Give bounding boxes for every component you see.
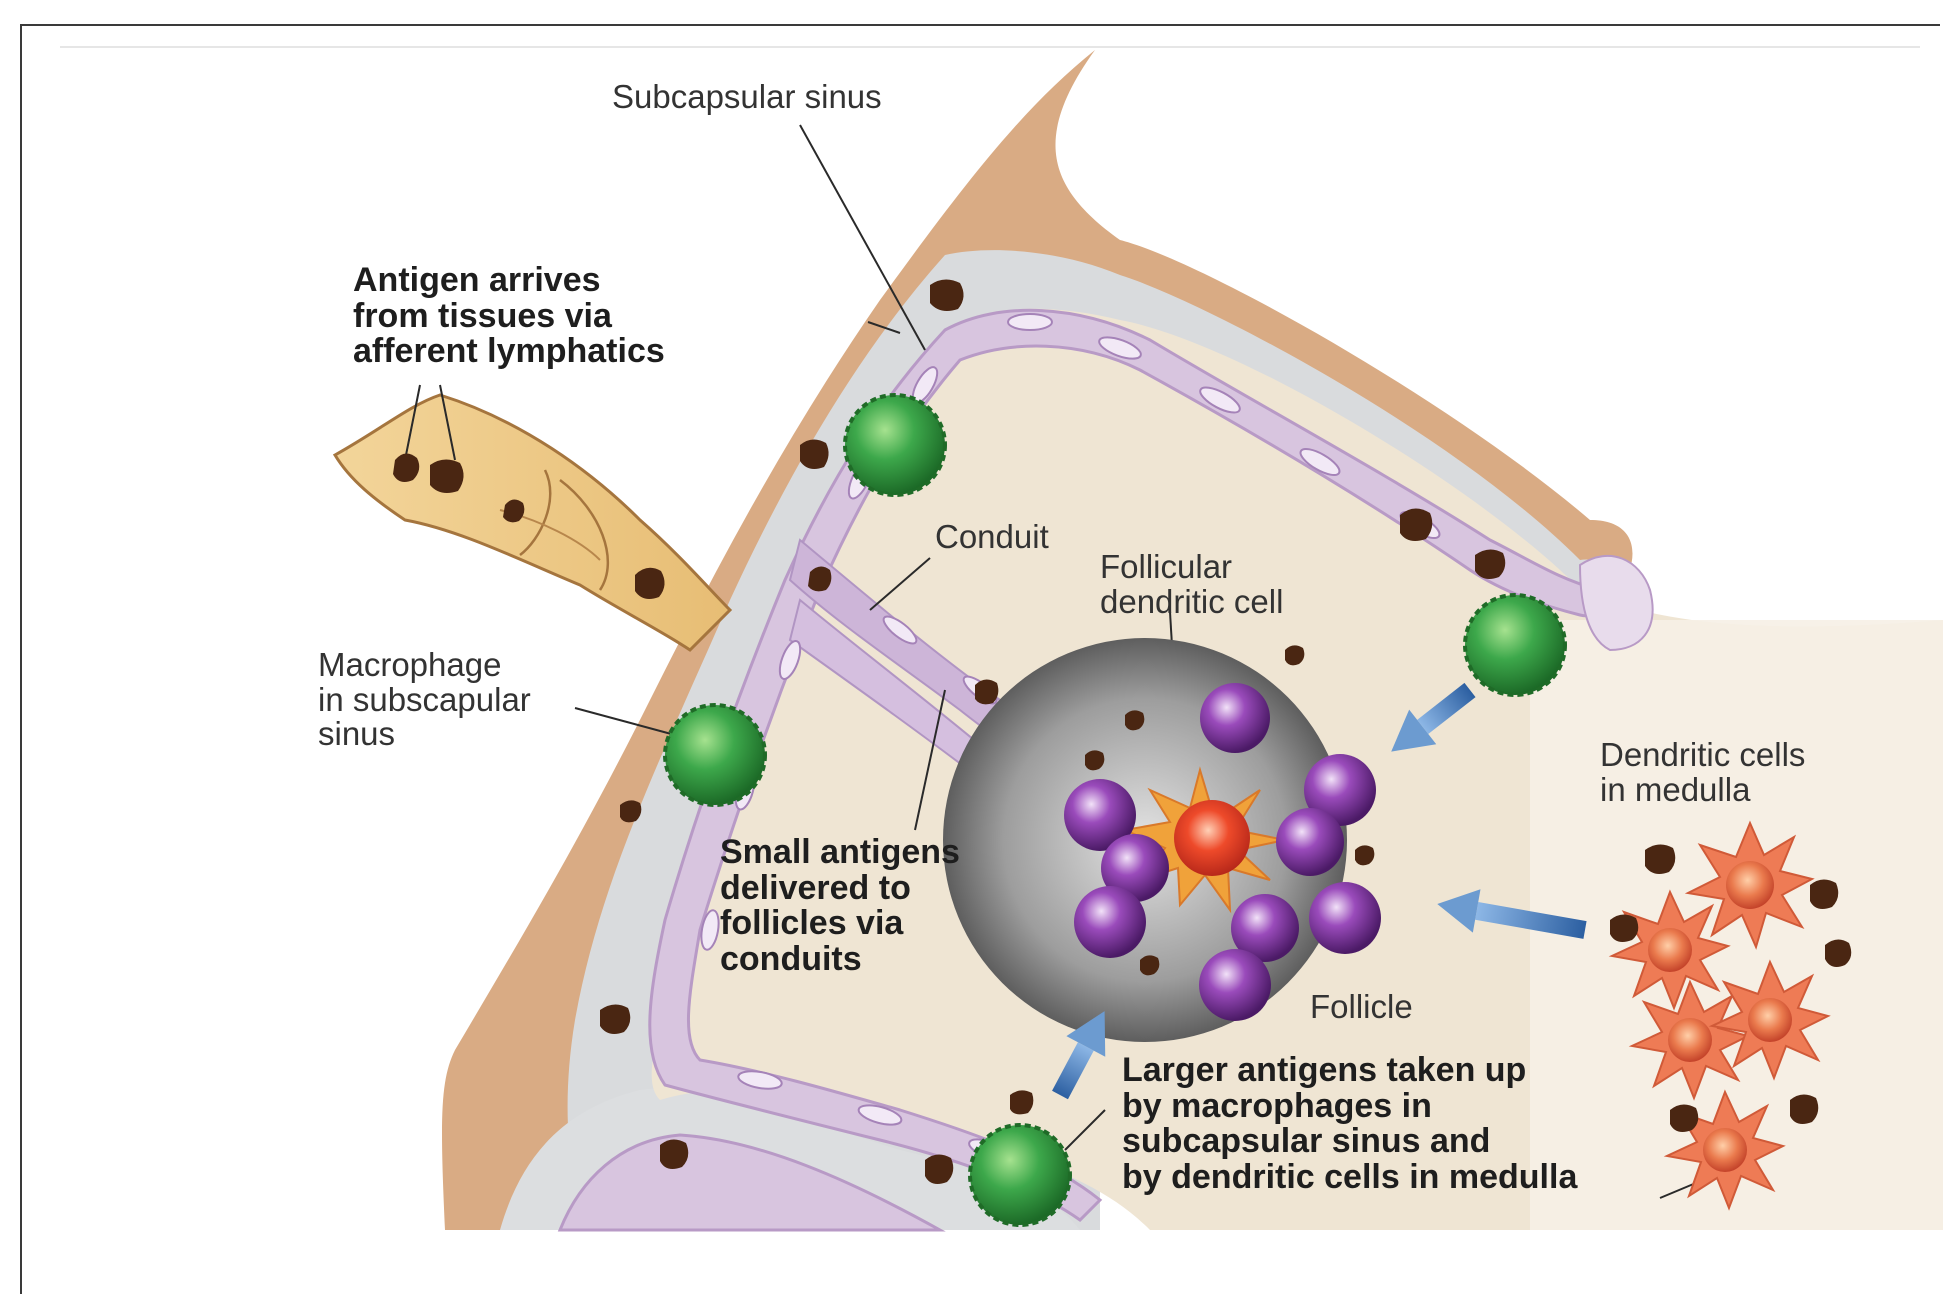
label-follicle: Follicle xyxy=(1310,990,1413,1025)
macrophage-cell xyxy=(970,1125,1070,1225)
macrophage-cell xyxy=(845,395,945,495)
label-antigen-arrives: Antigen arrives from tissues via afferen… xyxy=(353,263,665,370)
label-macrophage-subscapular: Macrophage in subscapular sinus xyxy=(318,648,531,752)
afferent-lymphatic xyxy=(335,395,730,650)
macrophage-cell xyxy=(1465,595,1565,695)
label-small-antigens: Small antigens delivered to follicles vi… xyxy=(720,835,960,978)
label-follicular-dendritic-cell: Follicular dendritic cell xyxy=(1100,550,1283,619)
label-dendritic-cells-medulla: Dendritic cells in medulla xyxy=(1600,738,1805,807)
lymphatic-vessel xyxy=(335,395,730,650)
label-conduit: Conduit xyxy=(935,520,1049,555)
label-subcapsular-sinus: Subcapsular sinus xyxy=(612,80,882,115)
label-larger-antigens: Larger antigens taken up by macrophages … xyxy=(1122,1053,1577,1196)
macrophage-cell xyxy=(665,705,765,805)
